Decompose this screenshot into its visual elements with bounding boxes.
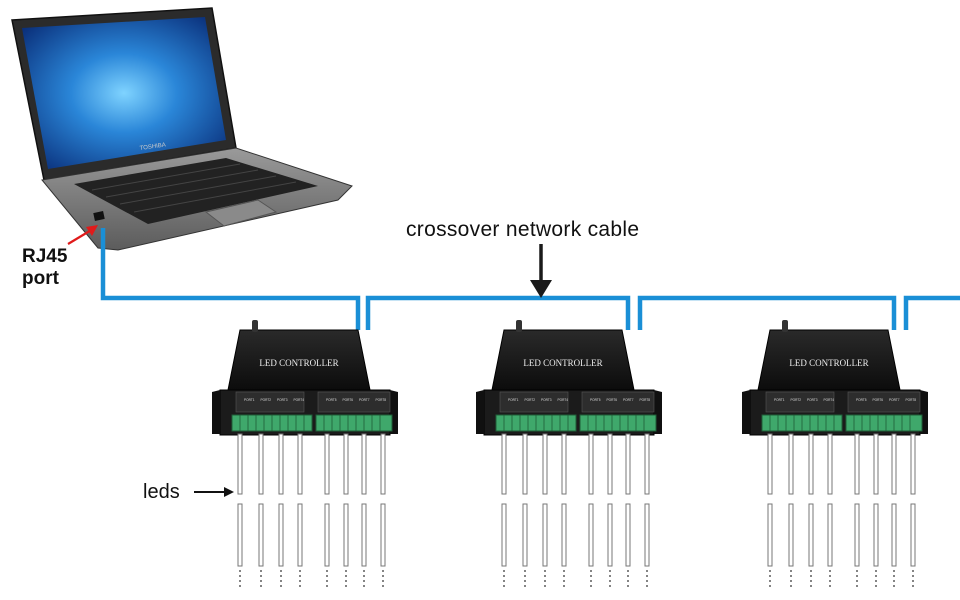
port-label-2-6: PORT6	[607, 398, 618, 402]
port-label-3-8: PORT8	[906, 398, 917, 402]
port-label-3-4: PORT4	[824, 398, 835, 402]
port-label-3-5: PORT5	[856, 398, 867, 402]
leds-label-arrow	[194, 487, 234, 497]
cable-label: crossover network cable	[406, 218, 640, 241]
port-label-1-2: PORT2	[261, 398, 272, 402]
port-label-1-6: PORT6	[343, 398, 354, 402]
led-controller-3: LED CONTROLLER	[741, 319, 929, 588]
port-label-1-4: PORT4	[294, 398, 305, 402]
rj45-arrow	[67, 225, 98, 245]
laptop-brand: TOSHIBA	[139, 142, 166, 152]
rj45-port-label: RJ45 port	[22, 246, 67, 290]
laptop: TOSHIBA	[11, 7, 353, 251]
led-controller-2: LED CONTROLLER	[475, 319, 663, 588]
rj45-label-line2: port	[22, 268, 59, 289]
port-label-2-4: PORT4	[558, 398, 569, 402]
port-label-3-3: PORT3	[807, 398, 818, 402]
port-label-3-2: PORT2	[791, 398, 802, 402]
controller-title: LED CONTROLLER	[523, 358, 602, 368]
port-label-2-8: PORT8	[640, 398, 651, 402]
port-label-3-1: PORT1	[774, 398, 785, 402]
controller-title: LED CONTROLLER	[789, 358, 868, 368]
port-label-3-7: PORT7	[889, 398, 900, 402]
controller-title: LED CONTROLLER	[259, 358, 338, 368]
leds-label: leds	[143, 481, 180, 503]
rj45-label-line1: RJ45	[22, 246, 68, 267]
crossover-cable	[100, 228, 960, 330]
port-labels: PORT1 PORT2 PORT3 PORT4 PORT5 PORT6 PORT7 PORT8…	[244, 398, 916, 402]
port-label-2-7: PORT7	[623, 398, 634, 402]
port-label-1-7: PORT7	[359, 398, 370, 402]
port-label-3-6: PORT6	[873, 398, 884, 402]
port-label-1-3: PORT3	[277, 398, 288, 402]
port-label-2-2: PORT2	[525, 398, 536, 402]
cable-label-arrow	[530, 244, 552, 298]
led-controller-1: LED CONTROLLER	[211, 319, 399, 588]
port-label-1-1: PORT1	[244, 398, 255, 402]
port-label-2-3: PORT3	[541, 398, 552, 402]
port-label-1-8: PORT8	[376, 398, 387, 402]
port-label-1-5: PORT5	[326, 398, 337, 402]
port-label-2-1: PORT1	[508, 398, 519, 402]
port-label-2-5: PORT5	[590, 398, 601, 402]
